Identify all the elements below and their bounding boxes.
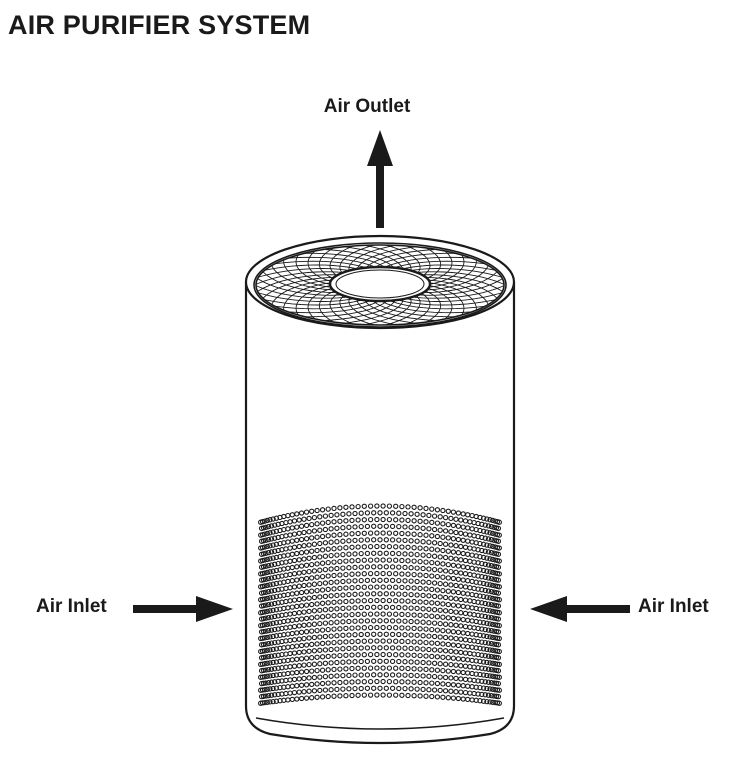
purifier-body (244, 282, 516, 745)
air-inlet-left-label: Air Inlet (36, 596, 107, 617)
arrow-up-icon (367, 130, 393, 228)
outlet-grill (244, 234, 516, 330)
arrow-left-icon (530, 596, 630, 622)
arrow-right-icon (133, 596, 233, 622)
air-inlet-right-label: Air Inlet (638, 596, 709, 617)
air-outlet-label: Air Outlet (323, 96, 411, 117)
inlet-perforations (258, 503, 502, 706)
page-title: AIR PURIFIER SYSTEM (8, 10, 311, 40)
